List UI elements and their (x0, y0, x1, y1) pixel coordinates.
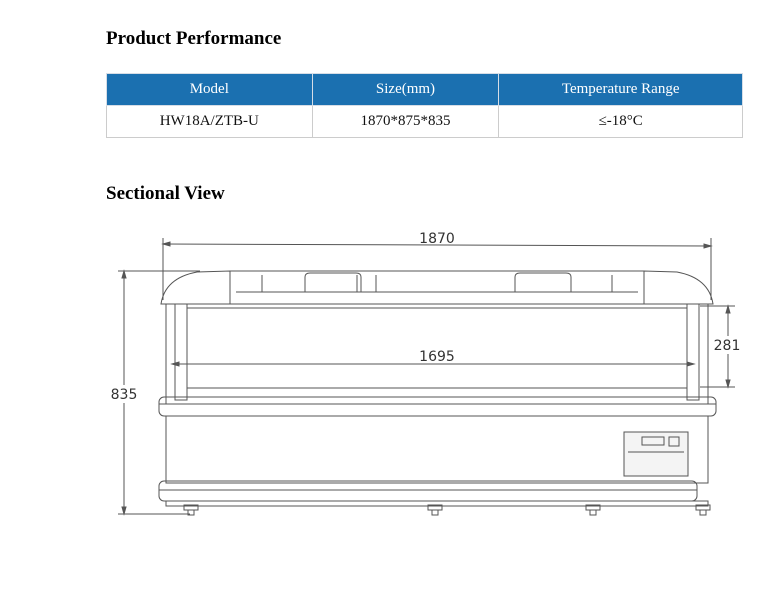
performance-table: Model Size(mm) Temperature Range HW18A/Z… (106, 73, 743, 138)
control-panel (623, 431, 689, 477)
dimension-inner-width: 1695 (170, 349, 696, 367)
header-size: Size(mm) (311, 73, 500, 106)
lid-handle (304, 272, 362, 292)
table-header-row: Model Size(mm) Temperature Range (106, 73, 743, 106)
dimension-glass: 281 (700, 304, 743, 389)
header-temperature: Temperature Range (498, 73, 743, 106)
table-row: HW18A/ZTB-U 1870*875*835 ≤-18°C (106, 105, 743, 138)
dim-281: 281 (714, 338, 741, 354)
dimension-width: 1870 (161, 231, 713, 300)
cell-model: HW18A/ZTB-U (106, 105, 313, 138)
dim-835: 835 (111, 387, 138, 403)
product-performance-heading: Product Performance (106, 28, 282, 49)
dim-1870: 1870 (419, 231, 455, 247)
freezer-illustration (158, 270, 717, 516)
leveling-feet (183, 504, 711, 516)
lid-handle (514, 272, 572, 292)
dimension-height: 835 (108, 269, 200, 516)
cell-temperature: ≤-18°C (498, 105, 743, 138)
cell-size: 1870*875*835 (311, 105, 500, 138)
dim-1695: 1695 (419, 349, 455, 365)
sectional-view-heading: Sectional View (106, 183, 225, 204)
